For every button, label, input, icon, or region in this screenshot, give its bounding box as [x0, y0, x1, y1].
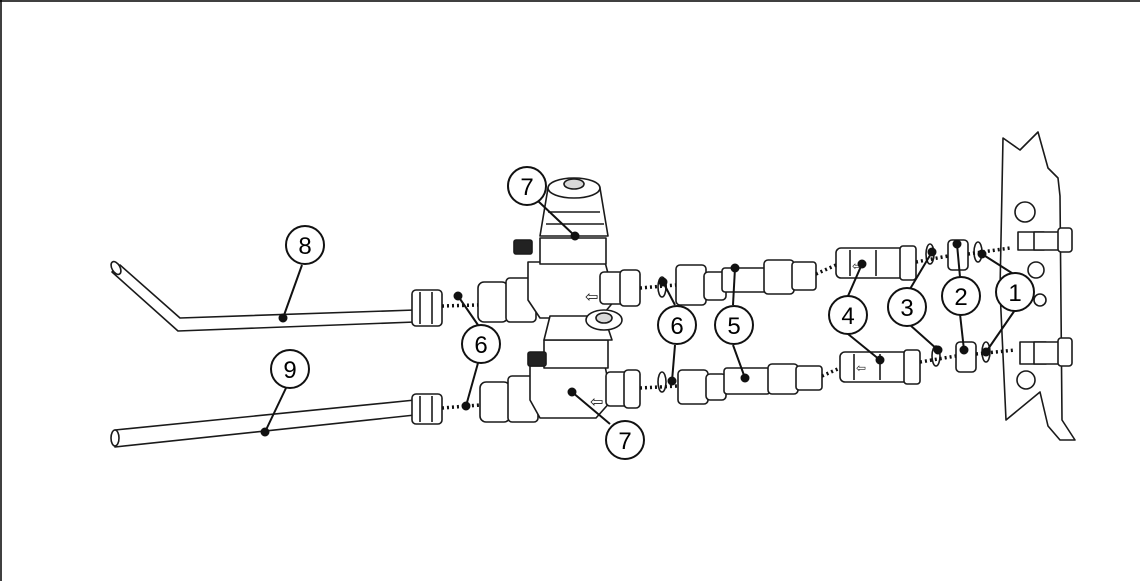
callout-7-upper: 7: [507, 166, 547, 206]
callout-6-left: 6: [461, 324, 501, 364]
check-valve-lower: [839, 349, 921, 385]
callout-5: 5: [714, 305, 754, 345]
nut-lower-left: [411, 393, 443, 425]
callout-1: 1: [995, 272, 1035, 312]
callout-2-label: 2: [954, 284, 967, 311]
callout-7-upper-label: 7: [520, 174, 533, 201]
check-valve-upper: [835, 245, 917, 281]
pressure-reducer-lower: [479, 309, 641, 423]
fittings-lower-middle: [657, 363, 823, 405]
leader-lines: [260, 200, 1016, 437]
callout-8-label: 8: [298, 233, 311, 260]
pressure-reducer-upper: [477, 177, 641, 323]
callout-4-label: 4: [841, 303, 854, 330]
callout-6-middle-label: 6: [670, 313, 683, 340]
callout-3-label: 3: [900, 295, 913, 322]
callout-9: 9: [270, 349, 310, 389]
callout-8: 8: [285, 225, 325, 265]
callout-2: 2: [941, 276, 981, 316]
callout-9-label: 9: [283, 357, 296, 384]
check-valve-lower-arrow: ⇦: [856, 361, 866, 375]
pipe-upper: [110, 260, 416, 332]
callouts: 7 8 6 9 6 5 4 3: [270, 166, 1035, 460]
callout-3: 3: [887, 287, 927, 327]
nut-upper-left: [411, 289, 443, 327]
mounting-plate: [999, 131, 1076, 441]
callout-7-lower-label: 7: [618, 428, 631, 455]
reducer-upper-arrow: ⇦: [585, 289, 598, 306]
callout-1-label: 1: [1008, 280, 1021, 307]
callout-6-left-label: 6: [474, 332, 487, 359]
callout-4: 4: [828, 295, 868, 335]
pipe-lower: [110, 399, 416, 448]
callout-7-lower: 7: [605, 420, 645, 460]
callout-5-label: 5: [727, 313, 740, 340]
check-valve-upper-arrow: ⇦: [852, 259, 862, 273]
reducer-lower-arrow: ⇦: [590, 394, 603, 411]
callout-6-middle: 6: [657, 305, 697, 345]
